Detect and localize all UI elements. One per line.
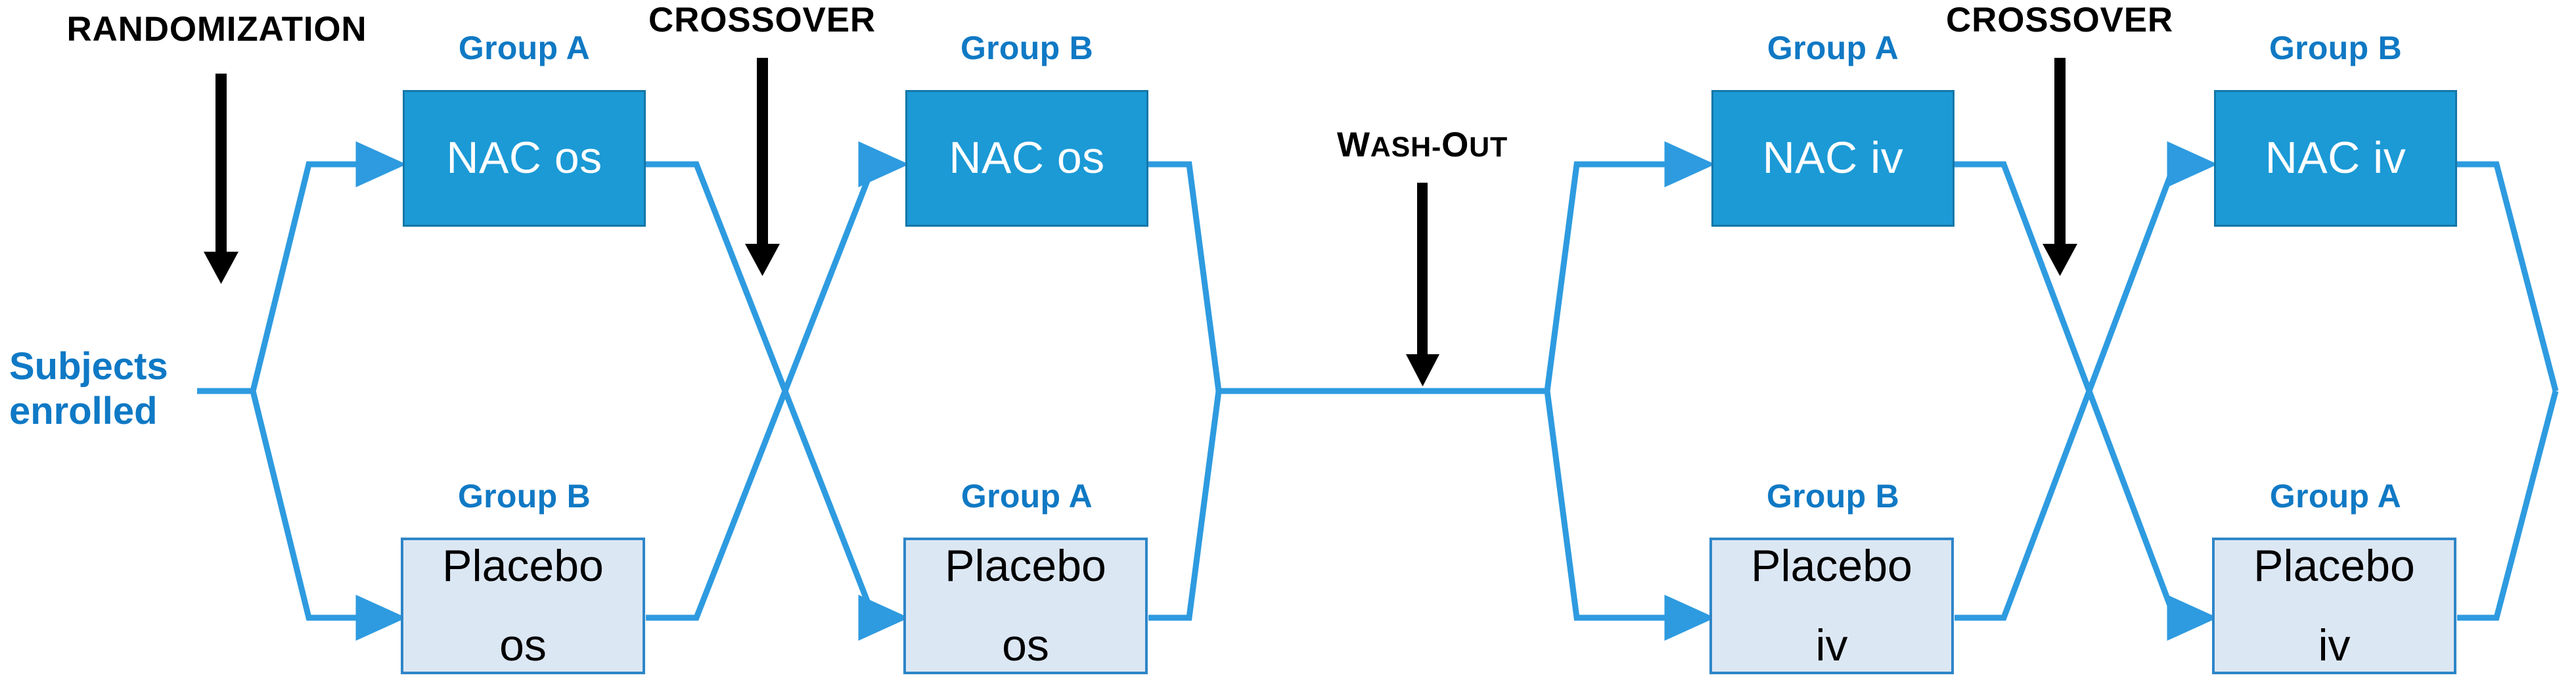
node-line1: Placebo [1751, 540, 1912, 591]
node-line2: iv [1815, 620, 1848, 670]
wire-crossover2-bottom-to-top [1955, 141, 2218, 621]
node-p4-bottom-placebo-iv[interactable]: Placebo iv [2212, 538, 2456, 674]
node-p2-bottom-placebo-os[interactable]: Placebo os [903, 538, 1148, 674]
group-label-p2-top: Group B [960, 30, 1094, 66]
node-text-p2-top: NAC os [949, 129, 1104, 187]
subjects-enrolled-line1: Subjects [9, 345, 168, 388]
node-text-p4-top: NAC iv [2265, 129, 2407, 187]
node-p3-bottom-placebo-iv[interactable]: Placebo iv [1709, 538, 1954, 674]
wire-p2-top-to-washout [1148, 161, 1222, 392]
wire-crossover1-bottom-to-top [646, 141, 909, 621]
crossover-2-arrow-icon [2043, 58, 2077, 276]
node-text-p1-bottom: Placebo os [442, 538, 604, 674]
washout-part-2: - [1431, 131, 1442, 163]
node-p2-top-nac-os[interactable]: NAC os [905, 90, 1148, 227]
node-line1: Placebo [2253, 540, 2415, 591]
wire-p2-bottom-to-washout [1148, 390, 1222, 621]
node-line1: NAC iv [2265, 133, 2407, 183]
wire-washout-to-p3-top [1544, 141, 1715, 392]
group-label-p1-bottom: Group B [457, 478, 591, 515]
group-label-p4-top: Group B [2269, 30, 2403, 66]
node-line1: NAC os [446, 133, 602, 183]
node-p3-top-nac-iv[interactable]: NAC iv [1711, 90, 1955, 227]
washout-part-1: ASH [1370, 131, 1432, 163]
node-line1: NAC os [949, 133, 1105, 183]
crossover-1-arrow-icon [745, 58, 780, 276]
group-label-p1-top: Group A [458, 30, 591, 66]
washout-part-0: W [1336, 126, 1370, 164]
phase-label-randomization: RANDOMIZATION [66, 10, 367, 49]
node-text-p2-bottom: Placebo os [945, 538, 1106, 674]
wire-p4-bottom-to-end [2457, 390, 2559, 621]
washout-part-3: O [1441, 126, 1470, 164]
node-text-p1-top: NAC os [446, 129, 602, 187]
node-p4-top-nac-iv[interactable]: NAC iv [2214, 90, 2457, 227]
node-line2: iv [2318, 620, 2351, 670]
wire-washout-to-p3-bottom [1544, 390, 1715, 641]
subjects-enrolled-label: Subjects enrolled [9, 344, 168, 434]
subjects-enrolled-line2: enrolled [9, 390, 158, 433]
wire-crossover1-top-to-bottom [646, 161, 909, 641]
wire-crossover2-top-to-bottom [1955, 161, 2218, 641]
phase-label-crossover-2: CROSSOVER [1946, 1, 2173, 39]
wire-rand-to-p1-top [250, 141, 407, 392]
node-line1: NAC iv [1762, 133, 1904, 183]
group-label-p3-bottom: Group B [1766, 478, 1900, 515]
phase-label-wash-out: WASH-OUT [1258, 125, 1587, 165]
randomization-arrow-icon [204, 74, 238, 284]
phase-arrow-group [204, 58, 2077, 386]
node-line1: Placebo [945, 540, 1106, 591]
wire-p4-top-to-end [2457, 161, 2559, 392]
node-text-p3-top: NAC iv [1763, 129, 1904, 187]
group-label-p3-top: Group A [1767, 30, 1899, 66]
wash-out-arrow-icon [1406, 183, 1439, 386]
group-label-p2-bottom: Group A [960, 478, 1093, 515]
node-text-p4-bottom: Placebo iv [2253, 538, 2415, 674]
node-line2: os [499, 620, 547, 670]
node-text-p3-bottom: Placebo iv [1751, 538, 1912, 674]
wire-rand-to-p1-bottom [250, 390, 407, 641]
node-line2: os [1002, 620, 1049, 670]
phase-label-crossover-1: CROSSOVER [648, 1, 876, 39]
group-label-p4-bottom: Group A [2269, 478, 2402, 515]
node-p1-bottom-placebo-os[interactable]: Placebo os [401, 538, 645, 674]
node-p1-top-nac-os[interactable]: NAC os [403, 90, 646, 227]
washout-part-4: UT [1469, 131, 1508, 163]
node-line1: Placebo [442, 540, 604, 591]
